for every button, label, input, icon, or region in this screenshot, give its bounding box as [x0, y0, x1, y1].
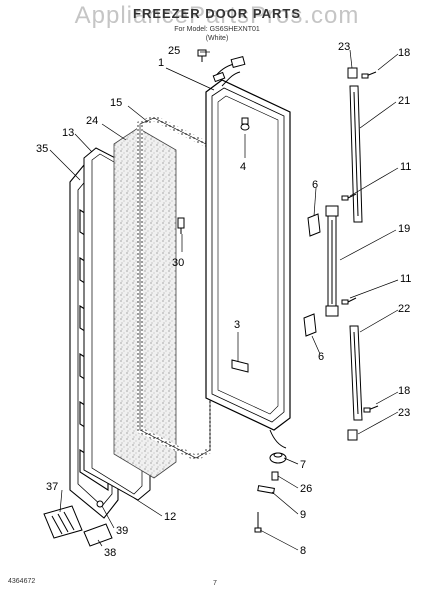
- color-line: (White): [205, 35, 229, 42]
- screw-39: [96, 500, 104, 508]
- screw-11-upper: [341, 193, 357, 201]
- callout-1: 1: [158, 57, 164, 69]
- callout-19: 19: [398, 223, 410, 235]
- callout-23-lower: 23: [398, 407, 410, 419]
- callout-13: 13: [62, 127, 74, 139]
- bracket-part-3: [231, 359, 249, 373]
- diagram-title: FREEZER DOOR PARTS: [133, 6, 301, 21]
- callout-26: 26: [300, 483, 312, 495]
- handle-cap-lower: [347, 405, 379, 441]
- callout-39: 39: [116, 525, 128, 537]
- callout-35: 35: [36, 143, 48, 155]
- cover-38: [83, 523, 113, 547]
- footer-page: 7: [213, 580, 217, 587]
- callout-18-upper: 18: [398, 47, 410, 59]
- door-gasket: [137, 114, 213, 462]
- callout-15: 15: [110, 97, 122, 109]
- callout-38: 38: [104, 547, 116, 559]
- callout-21: 21: [398, 95, 410, 107]
- clip-6-upper: [307, 213, 321, 237]
- handle-19: [325, 205, 339, 317]
- callout-9: 9: [300, 509, 306, 521]
- callout-11-lower: 11: [400, 273, 411, 285]
- callout-7: 7: [300, 459, 306, 471]
- handle-cap-upper: [347, 67, 377, 79]
- model-line: For Model: GS6SHEXNT01: [174, 26, 260, 33]
- callout-3: 3: [234, 319, 240, 331]
- lower-hinge-assembly: [254, 429, 287, 533]
- callout-8: 8: [300, 545, 306, 557]
- screw-11-lower: [341, 297, 357, 305]
- callout-11-upper: 11: [400, 161, 411, 173]
- callout-18-lower: 18: [398, 385, 410, 397]
- footer-code: 4364672: [8, 578, 36, 585]
- plug-part-4: [240, 117, 250, 131]
- callout-6-lower: 6: [318, 351, 324, 363]
- callout-4: 4: [240, 161, 246, 173]
- handle-trim-21: [349, 85, 363, 223]
- callout-labels: 1 25 4 15 24 13 35 30 3 23 18 21 6 11 19…: [36, 41, 411, 559]
- outer-door-panel: [205, 79, 291, 431]
- callout-37: 37: [46, 481, 58, 493]
- callout-23-upper: 23: [338, 41, 350, 53]
- callout-25: 25: [168, 45, 180, 57]
- handle-trim-22: [349, 325, 363, 421]
- foam-insulation: [113, 127, 177, 479]
- clip-6-lower: [303, 313, 317, 337]
- watermark: AppliancePartsPros.com: [74, 2, 360, 29]
- callout-24: 24: [86, 115, 98, 127]
- bracket-part-30: [177, 217, 185, 234]
- wire-harness: [212, 55, 246, 87]
- callout-6-upper: 6: [312, 179, 318, 191]
- toe-grille-37: [43, 505, 83, 539]
- callout-30: 30: [172, 257, 184, 269]
- callout-22: 22: [398, 303, 410, 315]
- callout-12: 12: [164, 511, 176, 523]
- leader-lines: [49, 49, 399, 551]
- screw-25: [197, 49, 207, 62]
